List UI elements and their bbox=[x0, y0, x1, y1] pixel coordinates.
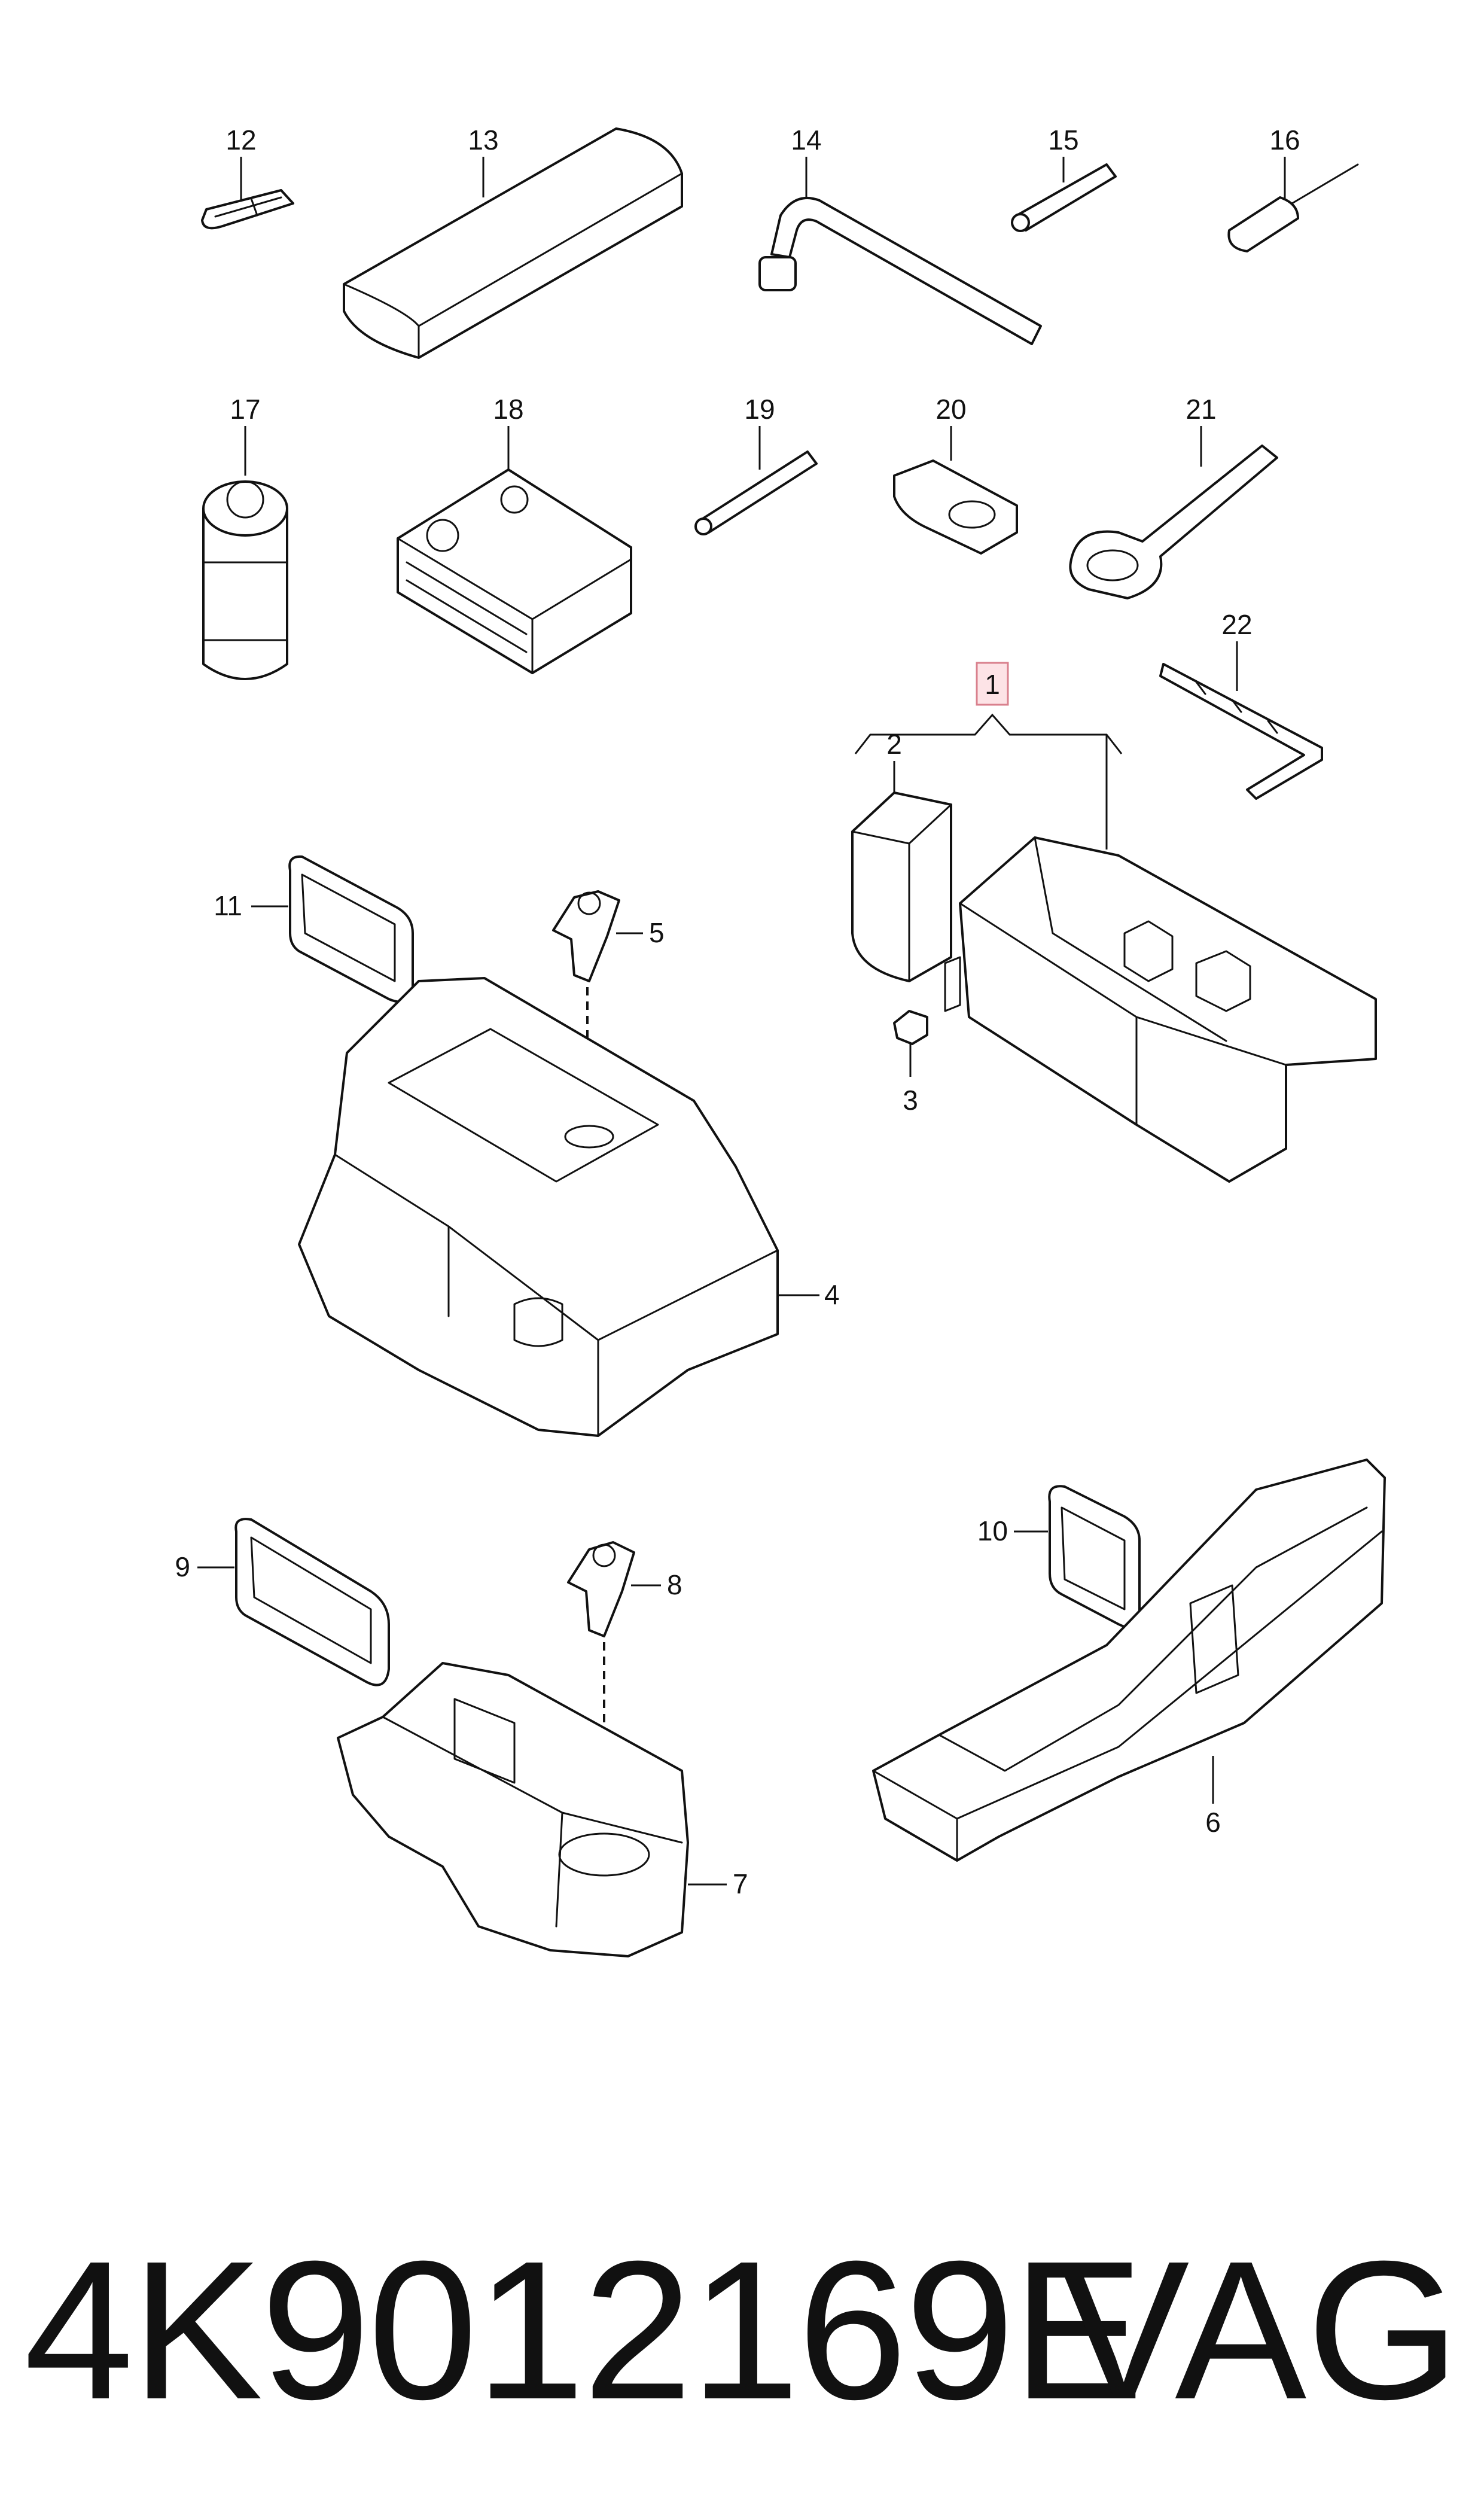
part-14-wheel-brace: 14 bbox=[758, 124, 1042, 345]
part-13-foam-block: 13 bbox=[343, 124, 683, 359]
callout-4: 4 bbox=[824, 1279, 840, 1310]
callout-14: 14 bbox=[791, 124, 821, 156]
part-20-adapter: 20 bbox=[893, 394, 1018, 555]
assembly-1: 1 bbox=[854, 662, 1123, 850]
part-12-clip: 12 bbox=[201, 124, 294, 230]
callout-2: 2 bbox=[886, 729, 902, 760]
part-2-end-cap: 2 bbox=[851, 729, 952, 982]
part-7-tray: 7 bbox=[337, 1662, 748, 1957]
callout-10: 10 bbox=[977, 1515, 1008, 1546]
part-8-knob: 8 bbox=[567, 1541, 682, 1861]
part-19-pin: 19 bbox=[694, 394, 818, 535]
callout-13: 13 bbox=[468, 124, 498, 156]
part-11-cover: 11 bbox=[214, 855, 414, 1003]
callout-17: 17 bbox=[230, 394, 260, 425]
part-number: 4K9012169E bbox=[24, 2219, 1144, 2440]
part-15-pin: 15 bbox=[1011, 124, 1117, 232]
part-9-cover: 9 bbox=[175, 1518, 390, 1686]
part-16-valve-tool: 16 bbox=[1227, 124, 1359, 252]
callout-18: 18 bbox=[493, 394, 523, 425]
part-6-tray: 6 bbox=[872, 1459, 1386, 1862]
callout-6: 6 bbox=[1205, 1807, 1221, 1838]
callout-7: 7 bbox=[733, 1868, 748, 1899]
callout-16: 16 bbox=[1269, 124, 1300, 156]
callout-5: 5 bbox=[649, 917, 665, 948]
callout-21: 21 bbox=[1186, 394, 1216, 425]
part-3-nut: 3 bbox=[893, 1010, 928, 1116]
callout-3: 3 bbox=[903, 1085, 918, 1116]
callout-19: 19 bbox=[744, 394, 775, 425]
callout-15: 15 bbox=[1048, 124, 1078, 156]
brand-label: VAG bbox=[1058, 2219, 1460, 2440]
highlight-box bbox=[976, 662, 1009, 706]
part-21-towing-eye: 21 bbox=[1069, 394, 1278, 599]
callout-8: 8 bbox=[667, 1569, 682, 1600]
part-4-tray: 4 bbox=[298, 977, 840, 1437]
callout-1: 1 bbox=[985, 669, 1000, 700]
callout-12: 12 bbox=[226, 124, 256, 156]
part-22-crank-handle: 22 bbox=[1159, 609, 1323, 800]
callout-20: 20 bbox=[936, 394, 966, 425]
part-17-sealant-bottle: 17 bbox=[202, 394, 288, 680]
part-10-cover: 10 bbox=[977, 1485, 1141, 1628]
callout-11: 11 bbox=[214, 890, 242, 921]
callout-22: 22 bbox=[1221, 609, 1252, 640]
callout-9: 9 bbox=[175, 1551, 190, 1582]
part-1-tray bbox=[944, 836, 1377, 1183]
part-18-compressor: 18 bbox=[397, 394, 632, 674]
